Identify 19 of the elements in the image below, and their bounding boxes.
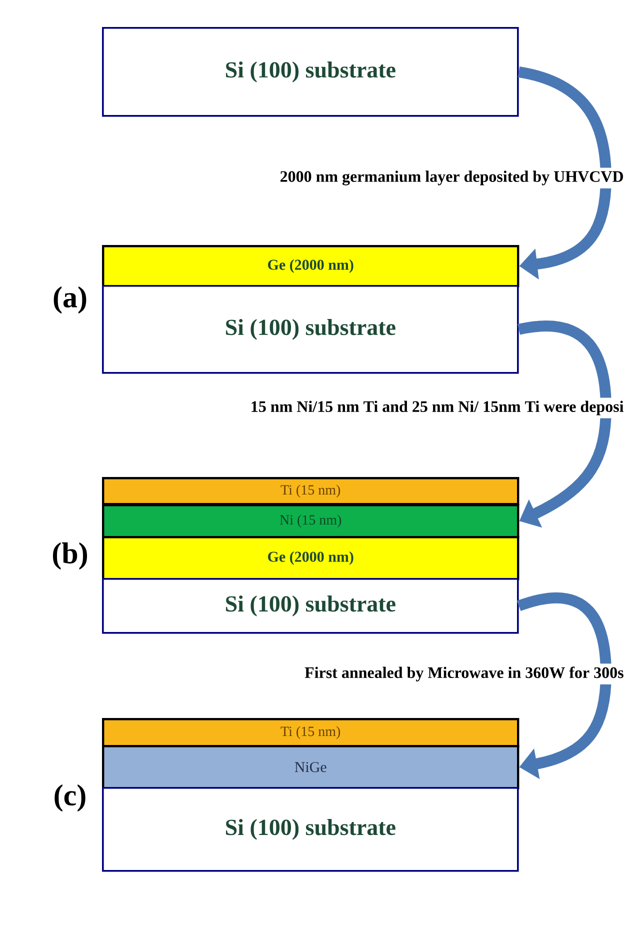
- titanium-layer: Ti (15 nm): [102, 477, 520, 506]
- curved-arrow: [517, 592, 612, 780]
- edge-label: First annealed by Microwave in 360W for 300s: [302, 664, 627, 684]
- edge-label: 15 nm Ni/15 nm Ti and 25 nm Ni/ 15nm Ti were deposi: [247, 398, 627, 418]
- nickel-germanide-layer: NiGe: [102, 745, 520, 790]
- edge-label: 2000 nm germanium layer deposited by UHVCVD: [276, 168, 627, 188]
- substrate-layer: Si (100) substrate: [102, 578, 519, 634]
- substrate-layer: Si (100) substrate: [102, 787, 519, 872]
- titanium-layer: Ti (15 nm): [102, 718, 520, 748]
- germanium-layer: Ge (2000 nm): [102, 536, 520, 580]
- panel-label: (b): [52, 542, 87, 570]
- curved-arrow: [518, 66, 612, 280]
- substrate-layer: Si (100) substrate: [102, 27, 519, 117]
- germanium-layer: Ge (2000 nm): [102, 245, 520, 288]
- curved-arrow: [518, 320, 612, 528]
- substrate-layer: Si (100) substrate: [102, 285, 519, 374]
- nickel-layer: Ni (15 nm): [102, 504, 520, 538]
- panel-label: (a): [54, 286, 86, 314]
- panel-label: (c): [54, 784, 86, 812]
